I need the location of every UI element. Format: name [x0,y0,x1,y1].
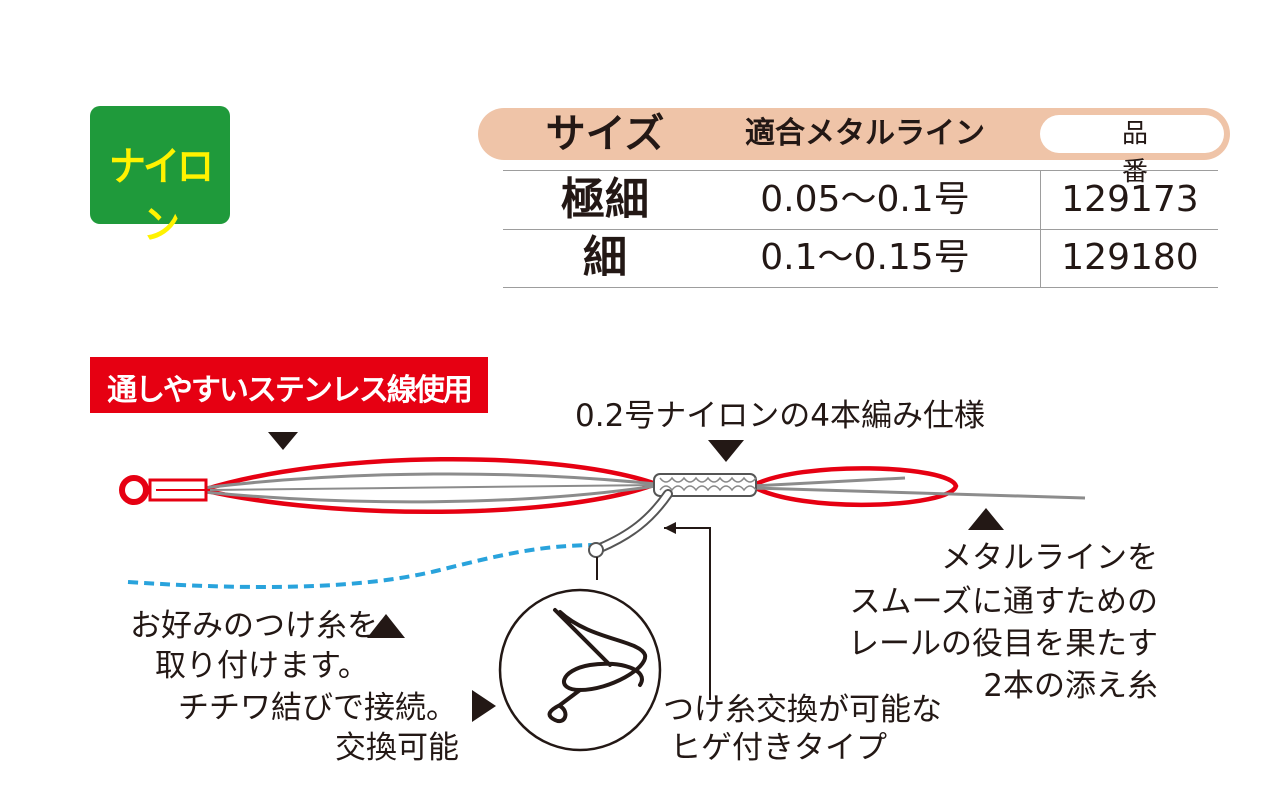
row-size: 極細 [561,174,649,225]
header-code-pill [1040,115,1224,153]
eyelet-ring [119,475,149,505]
guide-label-line: メタルラインを [941,540,1158,576]
header-metal-line: 適合メタルライン [745,116,985,151]
triangle-down-icon [268,432,298,450]
whisker-knot [588,542,604,558]
table-divider [503,229,1218,230]
guide-label-line: レールの役目を果たす [848,626,1158,662]
knot-callout [498,588,662,752]
guide-label-line: 2本の添え糸 [983,668,1158,704]
whisker-pointer-arrowhead [664,522,676,534]
whisker [597,491,671,551]
table-divider [503,170,1218,171]
row-code: 129173 [1061,179,1199,220]
guide-strand [209,484,657,491]
braid-texture [659,476,757,483]
knot-label-line: 交換可能 [335,730,459,766]
stainless-banner: 通しやすいステンレス線使用 [90,357,488,413]
guide-strand [202,484,657,504]
row-metal-line: 0.1〜0.15号 [760,237,970,278]
header-size: サイズ [545,111,665,157]
row-size: 細 [583,232,627,283]
header-product-code: 品番 [1121,119,1206,187]
nylon-badge-label: ナイロン [108,144,214,248]
guide-label-line: スムーズに通すための [849,584,1158,620]
whisker-label-line: つけ糸交換が可能な [663,692,942,728]
right-loop [747,466,959,507]
braid-label: 0.2号ナイロンの4本編み仕様 [575,398,986,434]
triangle-down-icon [708,440,744,462]
stainless-banner-label: 通しやすいステンレス線使用 [107,373,473,408]
whisker [595,489,673,553]
knot-label-line: チチワ結びで接続。 [178,690,457,726]
guide-strand [202,472,657,490]
nylon-badge: ナイロン [90,106,230,248]
triangle-up-icon [968,508,1004,530]
table-column-divider [1040,170,1041,287]
leader-label-line: お好みのつけ糸を [130,608,378,644]
leader-label-line: 取り付けます。 [155,648,369,684]
triangle-right-icon [472,690,496,722]
whisker-pointer [664,527,711,700]
knot-illustration [547,608,648,724]
table-divider [503,287,1218,288]
row-metal-line: 0.05〜0.1号 [760,179,970,220]
whisker-label-line: ヒゲ付きタイプ [670,730,887,766]
triangle-up-icon [367,614,405,638]
metal-line [751,476,906,488]
metal-line [751,486,1086,500]
row-code: 129180 [1061,237,1199,278]
leader-line [127,543,599,589]
braid-texture [659,485,757,492]
